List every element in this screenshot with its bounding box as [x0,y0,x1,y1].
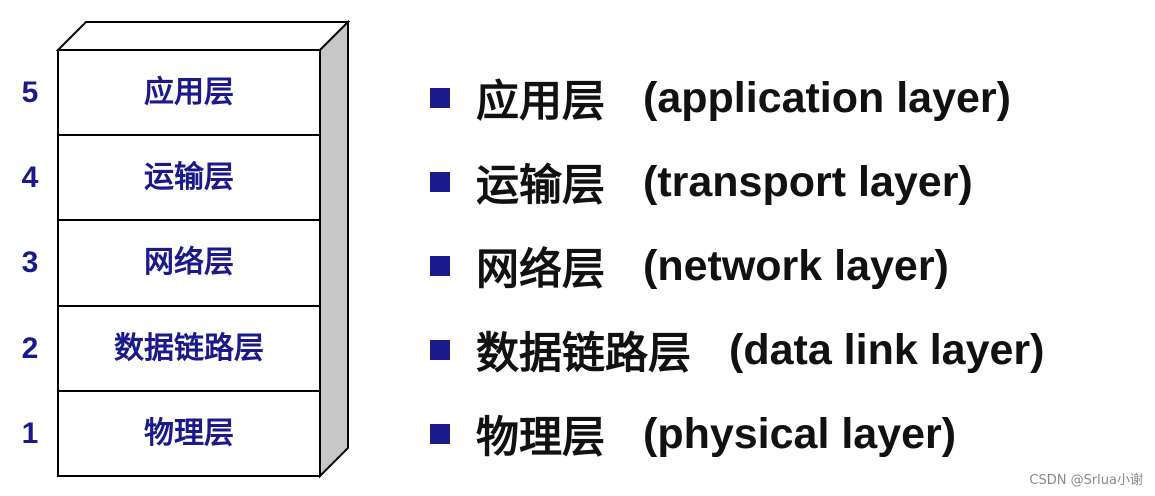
layer-label: 数据链路层 [114,331,264,366]
item-english: (transport layer) [643,157,973,206]
list-item-data-link: 数据链路层 (data link layer) [430,322,1045,379]
layer-number: 3 [21,246,39,279]
item-english: (physical layer) [643,409,957,458]
stack-front-face [57,49,321,477]
item-name: 数据链路层 [476,329,691,379]
square-bullet-icon [430,88,450,108]
list-item-network: 网络层 (network layer) [430,238,949,295]
item-name: 物理层 [476,413,605,463]
square-bullet-icon [430,424,450,444]
list-item-transport: 运输层 (transport layer) [430,154,973,211]
layer-label: 应用层 [144,75,234,110]
list-item-application: 应用层 (application layer) [430,70,1011,127]
layer-label: 物理层 [144,416,234,451]
item-english: (network layer) [643,241,949,290]
layer-number: 1 [21,417,39,450]
stack-top-face [55,21,351,51]
layer-stack-diagram [55,19,351,479]
square-bullet-icon [430,340,450,360]
item-name: 应用层 [476,77,605,127]
watermark: CSDN @Srlua小谢 [1029,473,1143,488]
layer-number: 5 [21,76,39,109]
item-name: 运输层 [476,161,605,211]
list-item-physical: 物理层 (physical layer) [430,406,957,463]
layer-number: 4 [21,161,39,194]
square-bullet-icon [430,172,450,192]
layer-label: 运输层 [144,160,234,195]
item-english: (application layer) [643,73,1011,122]
item-english: (data link layer) [729,325,1045,374]
layer-label: 网络层 [144,245,234,280]
square-bullet-icon [430,256,450,276]
layer-number: 2 [21,332,39,365]
stack-side-face [319,19,349,479]
item-name: 网络层 [476,245,605,295]
